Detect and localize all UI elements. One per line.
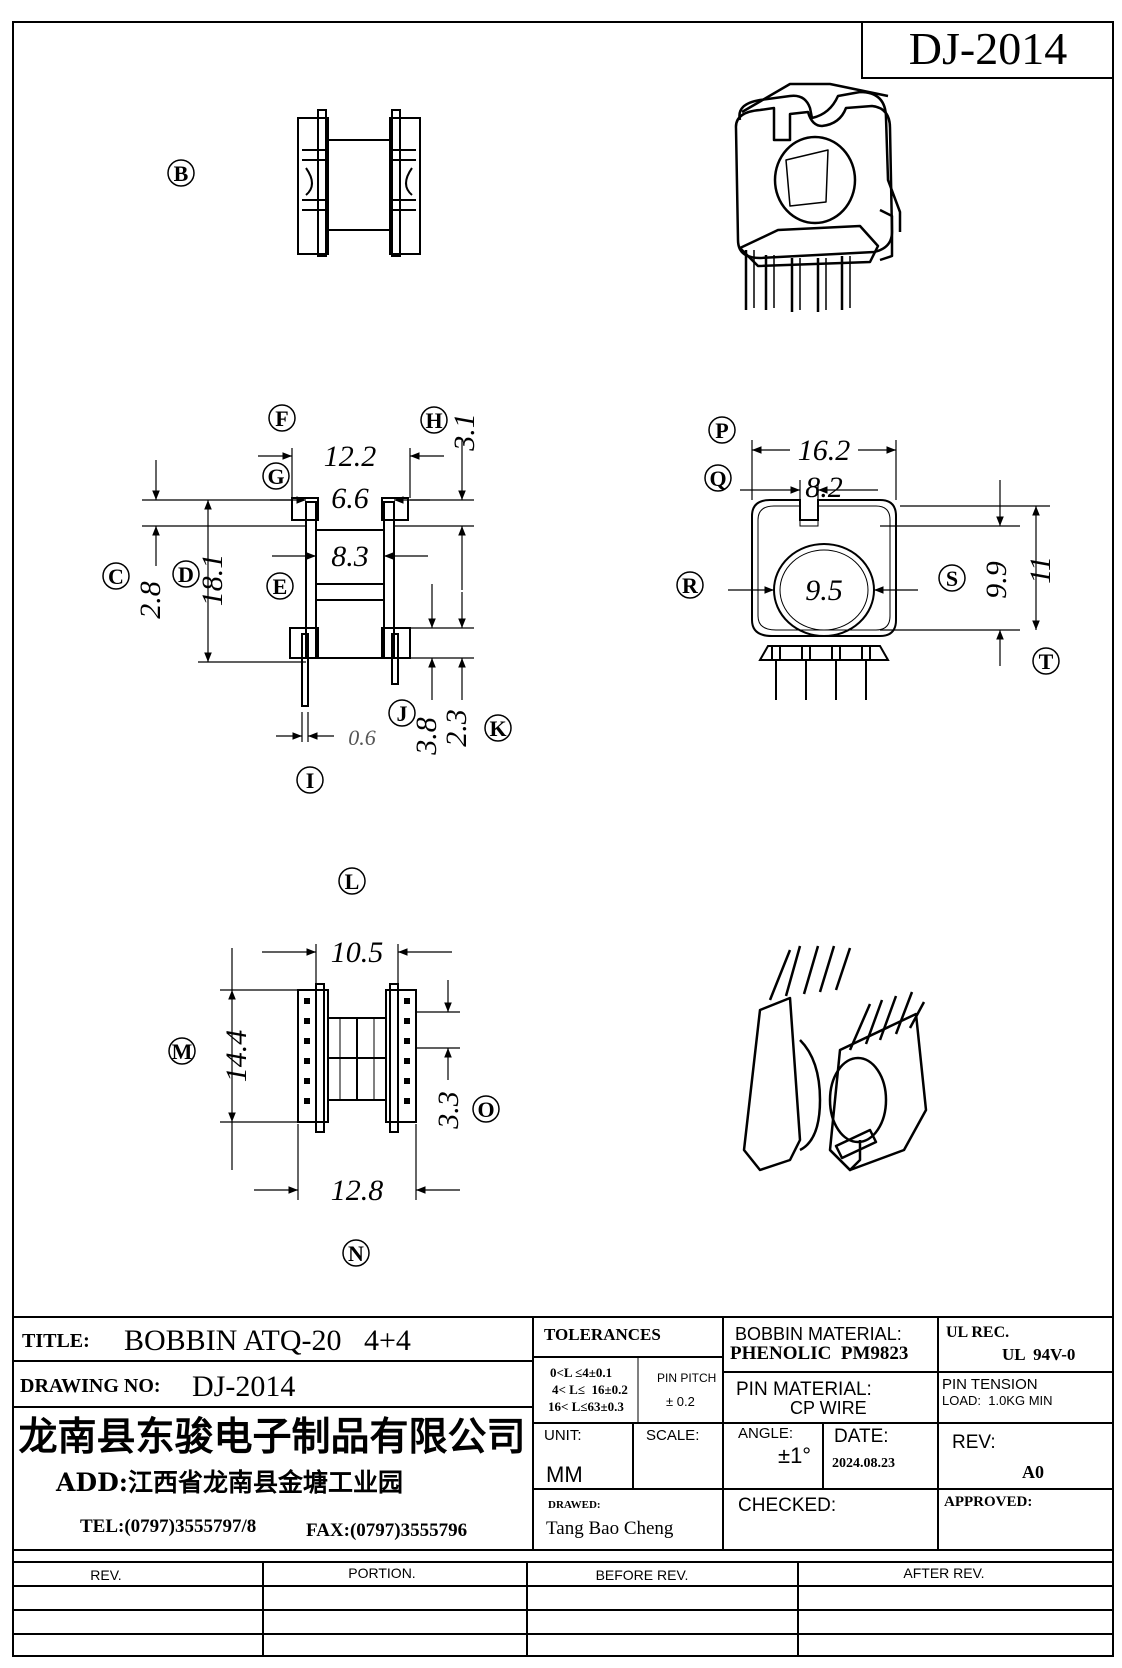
after-rev-col-header: AFTER REV. bbox=[903, 1565, 984, 1581]
side-view-markers: P Q R S T bbox=[676, 416, 1060, 675]
angle-value: ±1° bbox=[778, 1443, 811, 1468]
svg-text:D: D bbox=[178, 562, 194, 587]
svg-text:S: S bbox=[946, 566, 958, 591]
svg-text:16.2: 16.2 bbox=[798, 434, 851, 467]
svg-text:C: C bbox=[108, 564, 124, 589]
ul-value: UL 94V-0 bbox=[1002, 1345, 1075, 1364]
approved-label: APPROVED: bbox=[944, 1494, 1032, 1510]
drawing-id-box: DJ-2014 bbox=[861, 21, 1114, 79]
view-b-marker: B bbox=[167, 159, 195, 187]
bobbin-material-label: BOBBIN MATERIAL: bbox=[735, 1324, 902, 1344]
svg-text:2.8: 2.8 bbox=[134, 581, 167, 619]
svg-text:9.9: 9.9 bbox=[980, 561, 1013, 599]
svg-text:12.2: 12.2 bbox=[324, 440, 377, 473]
tol-line-2: 4< L≤ 16±0.2 bbox=[552, 1382, 628, 1397]
svg-text:B: B bbox=[174, 161, 189, 186]
portion-col-header: PORTION. bbox=[348, 1565, 415, 1581]
company-name: 龙南县东骏电子制品有限公司 bbox=[18, 1414, 525, 1460]
date-value: 2024.08.23 bbox=[832, 1456, 895, 1471]
drawer-value: Tang Bao Cheng bbox=[546, 1518, 674, 1539]
drawer-label: DRAWED: bbox=[548, 1499, 601, 1511]
title-block-text: TITLE: BOBBIN ATQ-20 4+4 DRAWING NO: DJ-… bbox=[18, 1324, 1075, 1541]
svg-text:Q: Q bbox=[709, 466, 726, 491]
pin-pitch-label: PIN PITCH bbox=[657, 1371, 716, 1385]
company-tel: TEL:(0797)3555797/8 bbox=[80, 1516, 256, 1537]
svg-text:O: O bbox=[477, 1097, 494, 1122]
svg-text:8.3: 8.3 bbox=[331, 540, 369, 573]
svg-text:3.3: 3.3 bbox=[432, 1091, 465, 1130]
svg-text:6.6: 6.6 bbox=[331, 482, 369, 515]
ul-label: UL REC. bbox=[946, 1324, 1009, 1341]
svg-text:H: H bbox=[425, 408, 442, 433]
rev-label: REV: bbox=[952, 1432, 996, 1453]
rev-col-header: REV. bbox=[90, 1567, 121, 1583]
front-view-dim-text: 12.2 6.6 8.3 3.1 2.8 18.1 3.8 2.3 0.6 bbox=[134, 413, 481, 756]
tol-line-3: 16< L≤63±0.3 bbox=[548, 1399, 624, 1414]
pin-tension-load: LOAD: 1.0KG MIN bbox=[942, 1393, 1053, 1408]
front-view-dimensions bbox=[142, 440, 474, 742]
checked-label: CHECKED: bbox=[738, 1495, 836, 1516]
svg-text:J: J bbox=[397, 701, 408, 726]
svg-text:E: E bbox=[273, 574, 288, 599]
svg-text:3.1: 3.1 bbox=[448, 413, 481, 452]
date-label: DATE: bbox=[834, 1426, 889, 1447]
svg-text:18.1: 18.1 bbox=[196, 554, 229, 607]
svg-text:8.2: 8.2 bbox=[805, 471, 843, 504]
svg-text:L: L bbox=[345, 869, 360, 894]
drawing-id-label: DJ-2014 bbox=[909, 23, 1067, 74]
svg-text:P: P bbox=[715, 418, 728, 443]
iso-view-top bbox=[734, 82, 902, 312]
front-view-markers: F G H C D E J K I L bbox=[102, 404, 512, 895]
svg-text:G: G bbox=[267, 464, 284, 489]
revision-table-headers: REV. PORTION. BEFORE REV. AFTER REV. bbox=[90, 1565, 984, 1583]
svg-text:K: K bbox=[489, 716, 506, 741]
svg-text:11: 11 bbox=[1024, 556, 1057, 584]
svg-text:T: T bbox=[1039, 649, 1054, 674]
svg-text:12.8: 12.8 bbox=[331, 1174, 384, 1207]
svg-text:14.4: 14.4 bbox=[220, 1030, 253, 1083]
tol-line-1: 0<L ≤4±0.1 bbox=[550, 1365, 612, 1380]
drawing-no-value: DJ-2014 bbox=[192, 1370, 295, 1403]
rev-value: A0 bbox=[1022, 1462, 1044, 1482]
pin-material-value: CP WIRE bbox=[790, 1398, 867, 1418]
svg-text:N: N bbox=[348, 1241, 364, 1266]
svg-text:3.8: 3.8 bbox=[410, 717, 443, 756]
tolerances-label: TOLERANCES bbox=[544, 1325, 661, 1344]
front-view bbox=[289, 497, 411, 707]
svg-text:M: M bbox=[172, 1039, 193, 1064]
bottom-view bbox=[297, 983, 417, 1133]
company-fax: FAX:(0797)3555796 bbox=[306, 1520, 467, 1541]
iso-view-bottom bbox=[742, 945, 928, 1172]
unit-value: MM bbox=[546, 1462, 583, 1487]
title-label: TITLE: bbox=[22, 1330, 90, 1352]
bottom-view-markers: M N O bbox=[168, 1037, 500, 1267]
scale-label: SCALE: bbox=[646, 1427, 699, 1444]
svg-text:R: R bbox=[682, 573, 699, 598]
pin-tension-label: PIN TENSION bbox=[942, 1376, 1038, 1393]
side-view-dim-text: 16.2 8.2 9.5 9.9 11 bbox=[798, 434, 1057, 607]
svg-text:I: I bbox=[306, 768, 315, 793]
angle-label: ANGLE: bbox=[738, 1425, 793, 1442]
svg-text:9.5: 9.5 bbox=[805, 574, 843, 607]
svg-text:0.6: 0.6 bbox=[348, 725, 376, 750]
view-b-top bbox=[297, 109, 421, 257]
company-address: ADD:江西省龙南县金塘工业园 bbox=[55, 1468, 403, 1497]
svg-text:10.5: 10.5 bbox=[331, 936, 384, 969]
drawing-no-label: DRAWING NO: bbox=[20, 1375, 161, 1397]
before-rev-col-header: BEFORE REV. bbox=[596, 1567, 689, 1583]
bottom-view-pins bbox=[304, 998, 410, 1104]
bottom-view-dimensions bbox=[220, 944, 460, 1200]
title-value: BOBBIN ATQ-20 4+4 bbox=[124, 1324, 411, 1357]
title-block bbox=[12, 1316, 1114, 1657]
svg-text:F: F bbox=[275, 406, 288, 431]
side-view-dimensions bbox=[728, 440, 1050, 666]
bobbin-material-value: PHENOLIC PM9823 bbox=[730, 1343, 908, 1364]
bottom-view-dim-text: 10.5 12.8 14.4 3.3 bbox=[220, 936, 465, 1207]
svg-text:2.3: 2.3 bbox=[440, 709, 473, 747]
pin-material-label: PIN MATERIAL: bbox=[736, 1379, 872, 1400]
pin-pitch-value: ± 0.2 bbox=[666, 1394, 695, 1409]
unit-label: UNIT: bbox=[544, 1427, 582, 1444]
